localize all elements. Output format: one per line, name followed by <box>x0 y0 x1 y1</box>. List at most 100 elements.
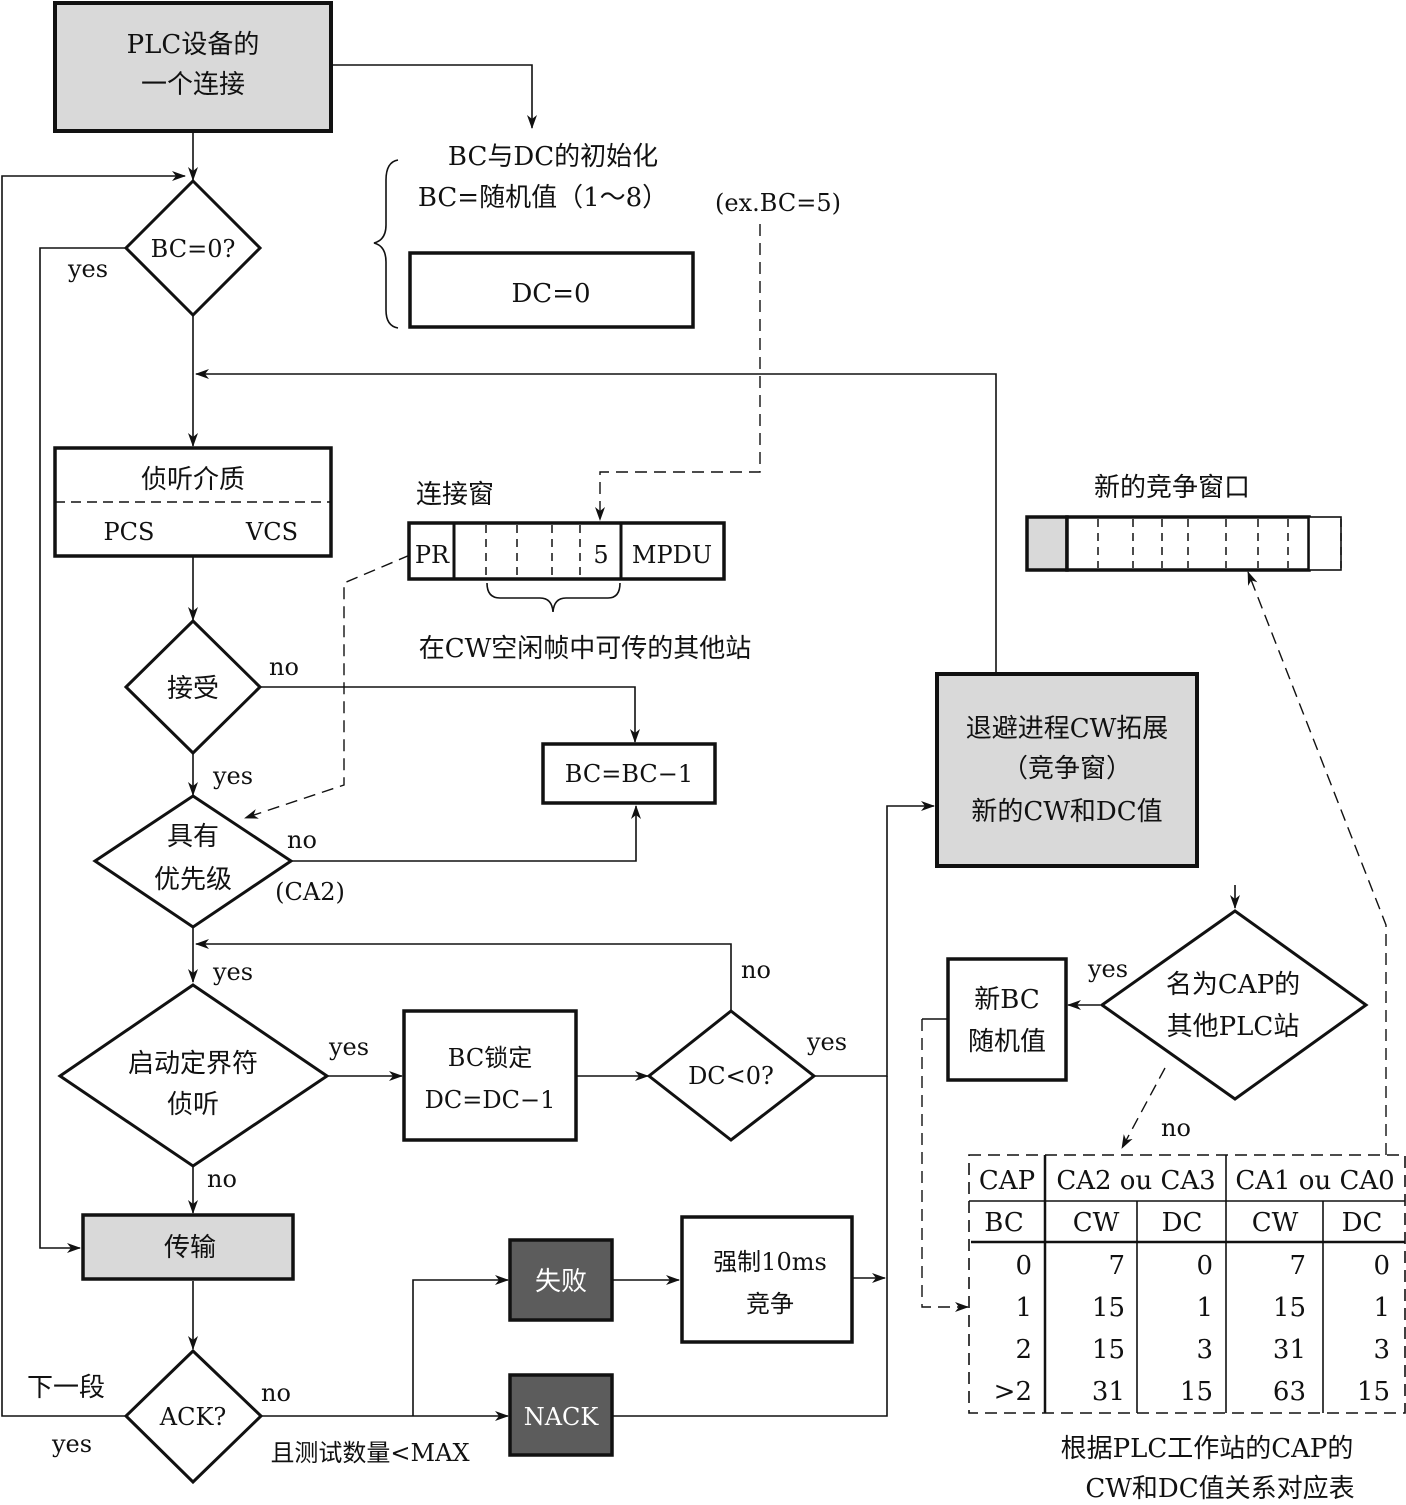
table-cell: 15 <box>1180 1377 1213 1407</box>
table-h1-cap: CAP <box>979 1166 1035 1196</box>
cap-table: CAP CA2 ou CA3 CA1 ou CA0 BC CW DC CW DC… <box>968 1154 1406 1504</box>
delimiter-yes: yes <box>328 1033 369 1061</box>
dc-zero-label: DC=0 <box>511 279 590 309</box>
priority-yes: yes <box>212 958 253 986</box>
dashed-table-to-new-cw <box>1247 571 1387 1155</box>
arrow-ack-no-to-fail <box>412 1275 509 1416</box>
arrow-priority-no <box>262 805 641 862</box>
delimiter-line2: 侦听 <box>167 1090 219 1120</box>
conn-brace <box>486 582 621 613</box>
cap-check-yes: yes <box>1087 955 1128 983</box>
dashed-example-to-slot <box>595 224 761 521</box>
transmit-box: 传输 <box>81 1213 295 1281</box>
table-cell: 3 <box>1196 1335 1213 1365</box>
priority-line1: 具有 <box>167 822 219 852</box>
bc-lock-box: BC锁定 DC=DC−1 <box>402 1009 578 1142</box>
table-cell: 0 <box>1196 1251 1213 1281</box>
backoff-line1: 退避进程CW拓展 <box>966 714 1169 744</box>
priority-line2: 优先级 <box>154 865 232 895</box>
new-bc-line1: 新BC <box>974 985 1039 1015</box>
connection-window: 连接窗 PR 5 MPDU 在CW空闲帧中可传的其他站 <box>407 480 752 664</box>
table-row: 1 15 1 15 1 <box>1015 1293 1390 1323</box>
table-h2-dc1: DC <box>1162 1208 1203 1238</box>
table-cell: 7 <box>1108 1251 1125 1281</box>
table-cell: 1 <box>1373 1293 1390 1323</box>
dc-check-no: no <box>741 956 771 984</box>
dc-check-label: DC<0? <box>688 1062 774 1090</box>
table-cell: 0 <box>1015 1251 1032 1281</box>
bc-zero-label: BC=0? <box>151 235 236 263</box>
delimiter-line1: 启动定界符 <box>128 1049 258 1079</box>
delimiter-decision: 启动定界符 侦听 yes no <box>57 983 369 1193</box>
priority-decision: 具有 优先级 no (CA2) yes <box>92 794 345 986</box>
connectors <box>1 64 1240 1421</box>
sense-pcs: PCS <box>104 518 155 546</box>
bc-lock-line2: DC=DC−1 <box>425 1086 556 1114</box>
table-cell: 1 <box>1015 1293 1032 1323</box>
ack-yes: yes <box>51 1430 92 1458</box>
priority-no: no <box>287 826 317 854</box>
conn-window-frame <box>407 521 726 581</box>
start-box: PLC设备的 一个连接 <box>53 1 333 133</box>
cap-check-no: no <box>1161 1114 1191 1142</box>
table-cell: 1 <box>1196 1293 1213 1323</box>
delimiter-no: no <box>207 1165 237 1193</box>
init-block: BC与DC的初始化 BC=随机值（1～8） (ex.BC=5) DC=0 <box>373 142 841 329</box>
init-example: (ex.BC=5) <box>715 189 841 217</box>
table-row: >2 31 15 63 15 <box>994 1377 1390 1407</box>
dashed-newbc-to-table <box>921 1019 969 1312</box>
dc-check-decision: DC<0? no yes <box>646 956 847 1142</box>
conn-caption: 在CW空闲帧中可传的其他站 <box>419 634 752 664</box>
init-title: BC与DC的初始化 <box>448 142 658 172</box>
conn-mpdu: MPDU <box>632 541 712 569</box>
conn-slot-5: 5 <box>593 541 608 569</box>
arrow-backoff-return <box>195 369 997 672</box>
table-h2-cw1: CW <box>1073 1208 1120 1238</box>
dashed-cap-no-to-table <box>1121 1067 1166 1149</box>
table-caption-1: 根据PLC工作站的CAP的 <box>1061 1434 1354 1464</box>
init-brace <box>373 159 399 329</box>
dc-zero-box <box>408 251 695 329</box>
ack-label: ACK? <box>159 1403 227 1431</box>
nack-box: NACK <box>508 1373 614 1457</box>
ack-next-segment: 下一段 <box>27 1373 105 1403</box>
dashed-window-to-priority <box>244 554 411 819</box>
backoff-box: 退避进程CW拓展 （竞争窗） 新的CW和DC值 <box>935 672 1199 868</box>
conn-pr: PR <box>415 541 450 569</box>
arrow-ack-yes-loop <box>1 171 186 1417</box>
accept-label: 接受 <box>167 674 219 704</box>
init-bc-rule: BC=随机值（1～8） <box>418 183 668 213</box>
accept-no: no <box>269 653 299 681</box>
table-h2-cw2: CW <box>1252 1208 1299 1238</box>
backoff-line3: 新的CW和DC值 <box>971 797 1162 827</box>
arrow-dc-no-loop <box>195 939 732 1010</box>
nack-label: NACK <box>524 1403 600 1431</box>
table-h1-ca10: CA1 ou CA0 <box>1235 1166 1394 1196</box>
ack-condition: 且测试数量<MAX <box>270 1439 469 1467</box>
bc-decrement-label: BC=BC−1 <box>565 760 693 788</box>
accept-decision: 接受 no yes <box>123 618 299 790</box>
table-cell: 2 <box>1015 1335 1032 1365</box>
priority-note: (CA2) <box>275 878 345 906</box>
accept-yes: yes <box>212 762 253 790</box>
new-contention-window: 新的竞争窗口 <box>1025 473 1342 572</box>
force-contention-box: 强制10ms 竞争 <box>680 1215 854 1344</box>
bc-decrement-box: BC=BC−1 <box>541 742 717 805</box>
table-cell: 31 <box>1092 1377 1125 1407</box>
bc-zero-decision: BC=0? yes <box>67 178 263 318</box>
table-cell: 15 <box>1092 1293 1125 1323</box>
transmit-label: 传输 <box>164 1233 216 1263</box>
table-cell: 3 <box>1373 1335 1390 1365</box>
ack-no: no <box>261 1379 291 1407</box>
table-cell: >2 <box>994 1377 1032 1407</box>
table-cell: 15 <box>1357 1377 1390 1407</box>
table-cell: 15 <box>1273 1293 1306 1323</box>
backoff-line2: （竞争窗） <box>1002 754 1132 784</box>
table-cell: 15 <box>1092 1335 1125 1365</box>
arrow-bc0-yes-to-transmit <box>39 247 127 1253</box>
line-nack-to-bus <box>612 1076 888 1417</box>
table-h1-ca23: CA2 ou CA3 <box>1056 1166 1215 1196</box>
table-cell: 31 <box>1273 1335 1306 1365</box>
start-line2: 一个连接 <box>141 70 245 100</box>
